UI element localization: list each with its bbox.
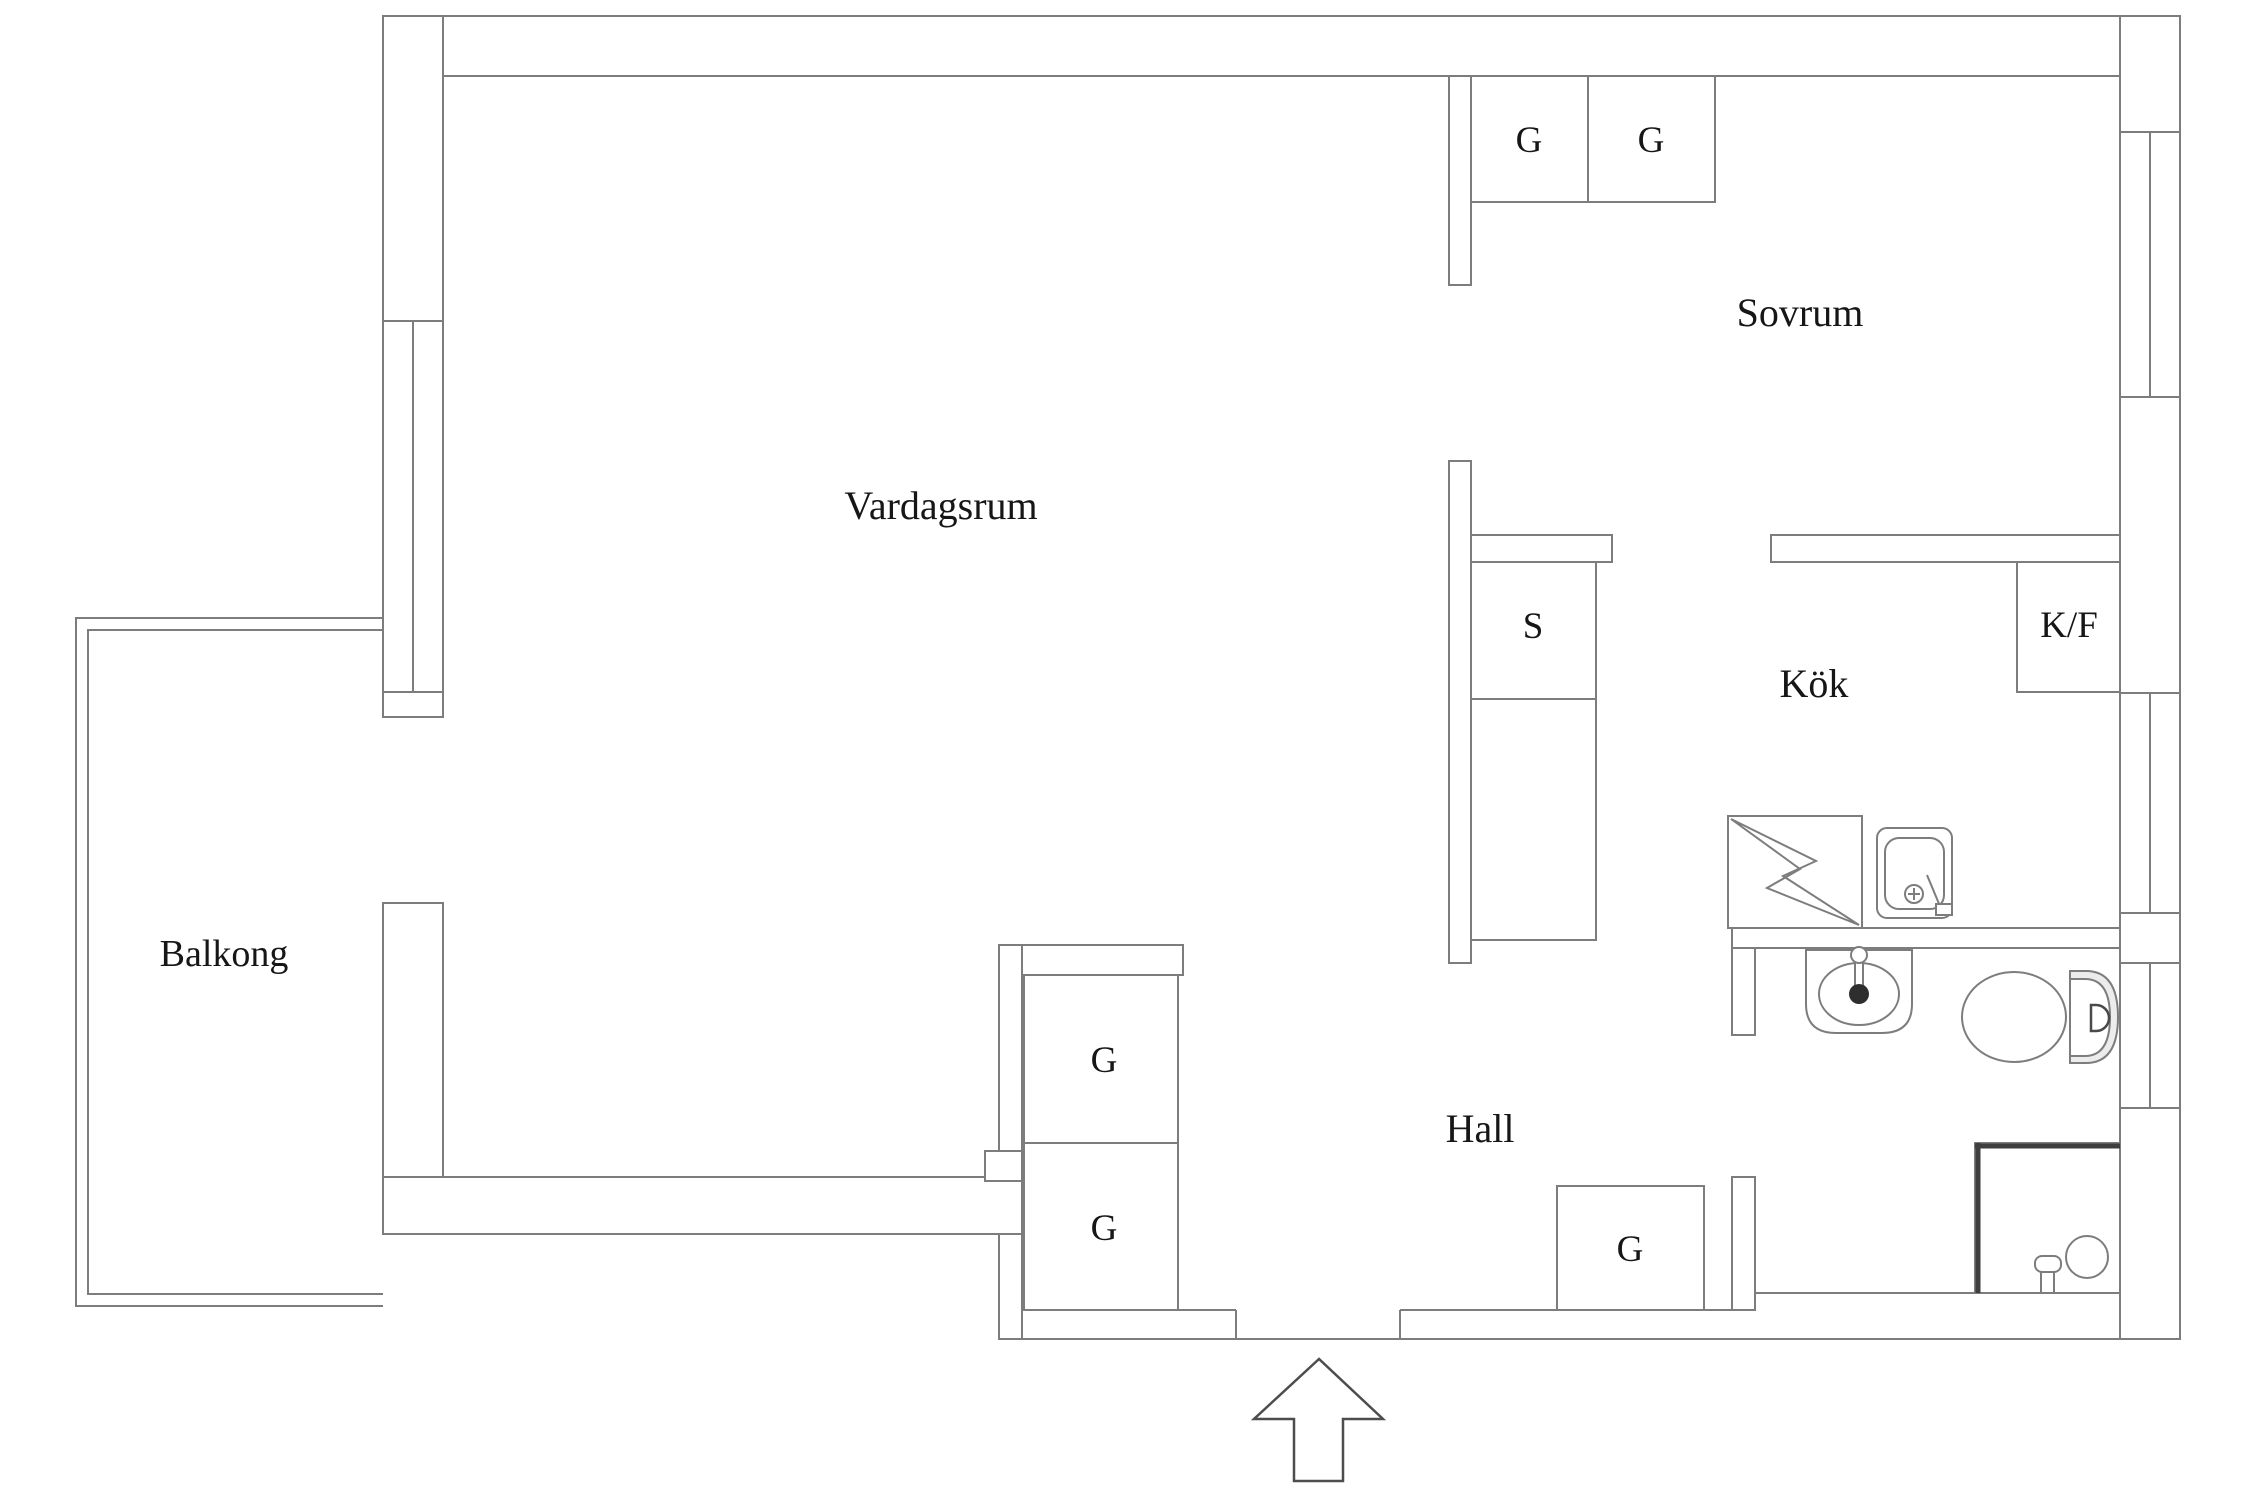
kitchen-wall-left — [1470, 534, 1613, 563]
labels: Vardagsrum Sovrum Kök Hall Balkong K/F S… — [160, 120, 2098, 1270]
hall-step-wall — [998, 944, 1023, 1340]
living-room-bottom-step — [984, 1150, 1023, 1182]
toilet-bowl — [1961, 971, 2067, 1063]
fridge-freezer-box — [2016, 561, 2121, 693]
bath-faucet-knob — [1850, 946, 1868, 964]
balcony-inner-rail — [87, 629, 383, 1295]
balcony-label: Balkong — [160, 933, 289, 975]
kitchen-bath-wall — [1731, 927, 2121, 949]
fridge-freezer-label: K/F — [2040, 605, 2098, 646]
shower-drain — [2065, 1235, 2109, 1279]
top-wall — [382, 15, 2181, 77]
entry-arrow-icon — [1250, 1357, 1387, 1483]
stove-bolt-icon — [1730, 818, 1860, 926]
bedroom-wardrobe-2-label: G — [1638, 120, 1665, 161]
bedroom-wardrobe-1-label: G — [1516, 120, 1543, 161]
bath-faucet-mixer-dot — [1849, 984, 1869, 1004]
shower-knob-stem — [2040, 1271, 2055, 1294]
hall-wardrobe-1-label: G — [1091, 1040, 1118, 1081]
hall-wardrobe-3-label: G — [1617, 1229, 1644, 1270]
living-room-bottom-wall — [382, 1176, 1023, 1235]
kitchen-label: Kök — [1780, 661, 1849, 706]
shower-knob-cap — [2034, 1255, 2062, 1273]
cabinet-box — [1470, 561, 1597, 700]
living-room-label: Vardagsrum — [844, 483, 1037, 528]
bedroom-label: Sovrum — [1737, 290, 1864, 335]
bath-door-post-upper — [1731, 947, 1756, 1036]
closets — [1023, 75, 2121, 1311]
right-wall-windows — [2120, 131, 2180, 1109]
hall-wardrobe-3-box — [1556, 1185, 1705, 1311]
hall-closet-cap-wall — [1021, 944, 1184, 976]
kitchen-sink-basin — [1884, 837, 1945, 910]
left-wall-sill — [382, 691, 444, 718]
closet-wall — [1448, 460, 1472, 964]
hall-wardrobe-2-box — [1023, 1142, 1179, 1311]
bath-door-post-lower — [1731, 1176, 1756, 1311]
exterior-walls — [382, 15, 2181, 1340]
bathroom-fixtures — [1805, 946, 2121, 1294]
hall-label: Hall — [1446, 1106, 1515, 1151]
left-wall-upper — [382, 15, 444, 322]
cabinet-box-lower — [1470, 698, 1597, 941]
balcony-outer-rail — [75, 617, 383, 1307]
kitchen-sink-drain-icon — [1904, 884, 1924, 904]
kitchen-fixtures — [1727, 815, 1953, 929]
interior-walls — [382, 75, 2121, 1340]
hall-wardrobe-1-box — [1023, 974, 1179, 1144]
kitchen-faucet-base — [1935, 903, 1953, 916]
bedroom-wardrobe-1-box — [1470, 75, 1589, 203]
bedroom-wardrobe-2-box — [1587, 75, 1716, 203]
balcony — [75, 617, 383, 1307]
bedroom-divider-wall — [1448, 75, 1472, 286]
kitchen-wall-right — [1770, 534, 2121, 563]
hall-wardrobe-2-label: G — [1091, 1208, 1118, 1249]
cabinet-label: S — [1523, 606, 1544, 647]
toilet-flush-button — [2089, 1003, 2111, 1033]
